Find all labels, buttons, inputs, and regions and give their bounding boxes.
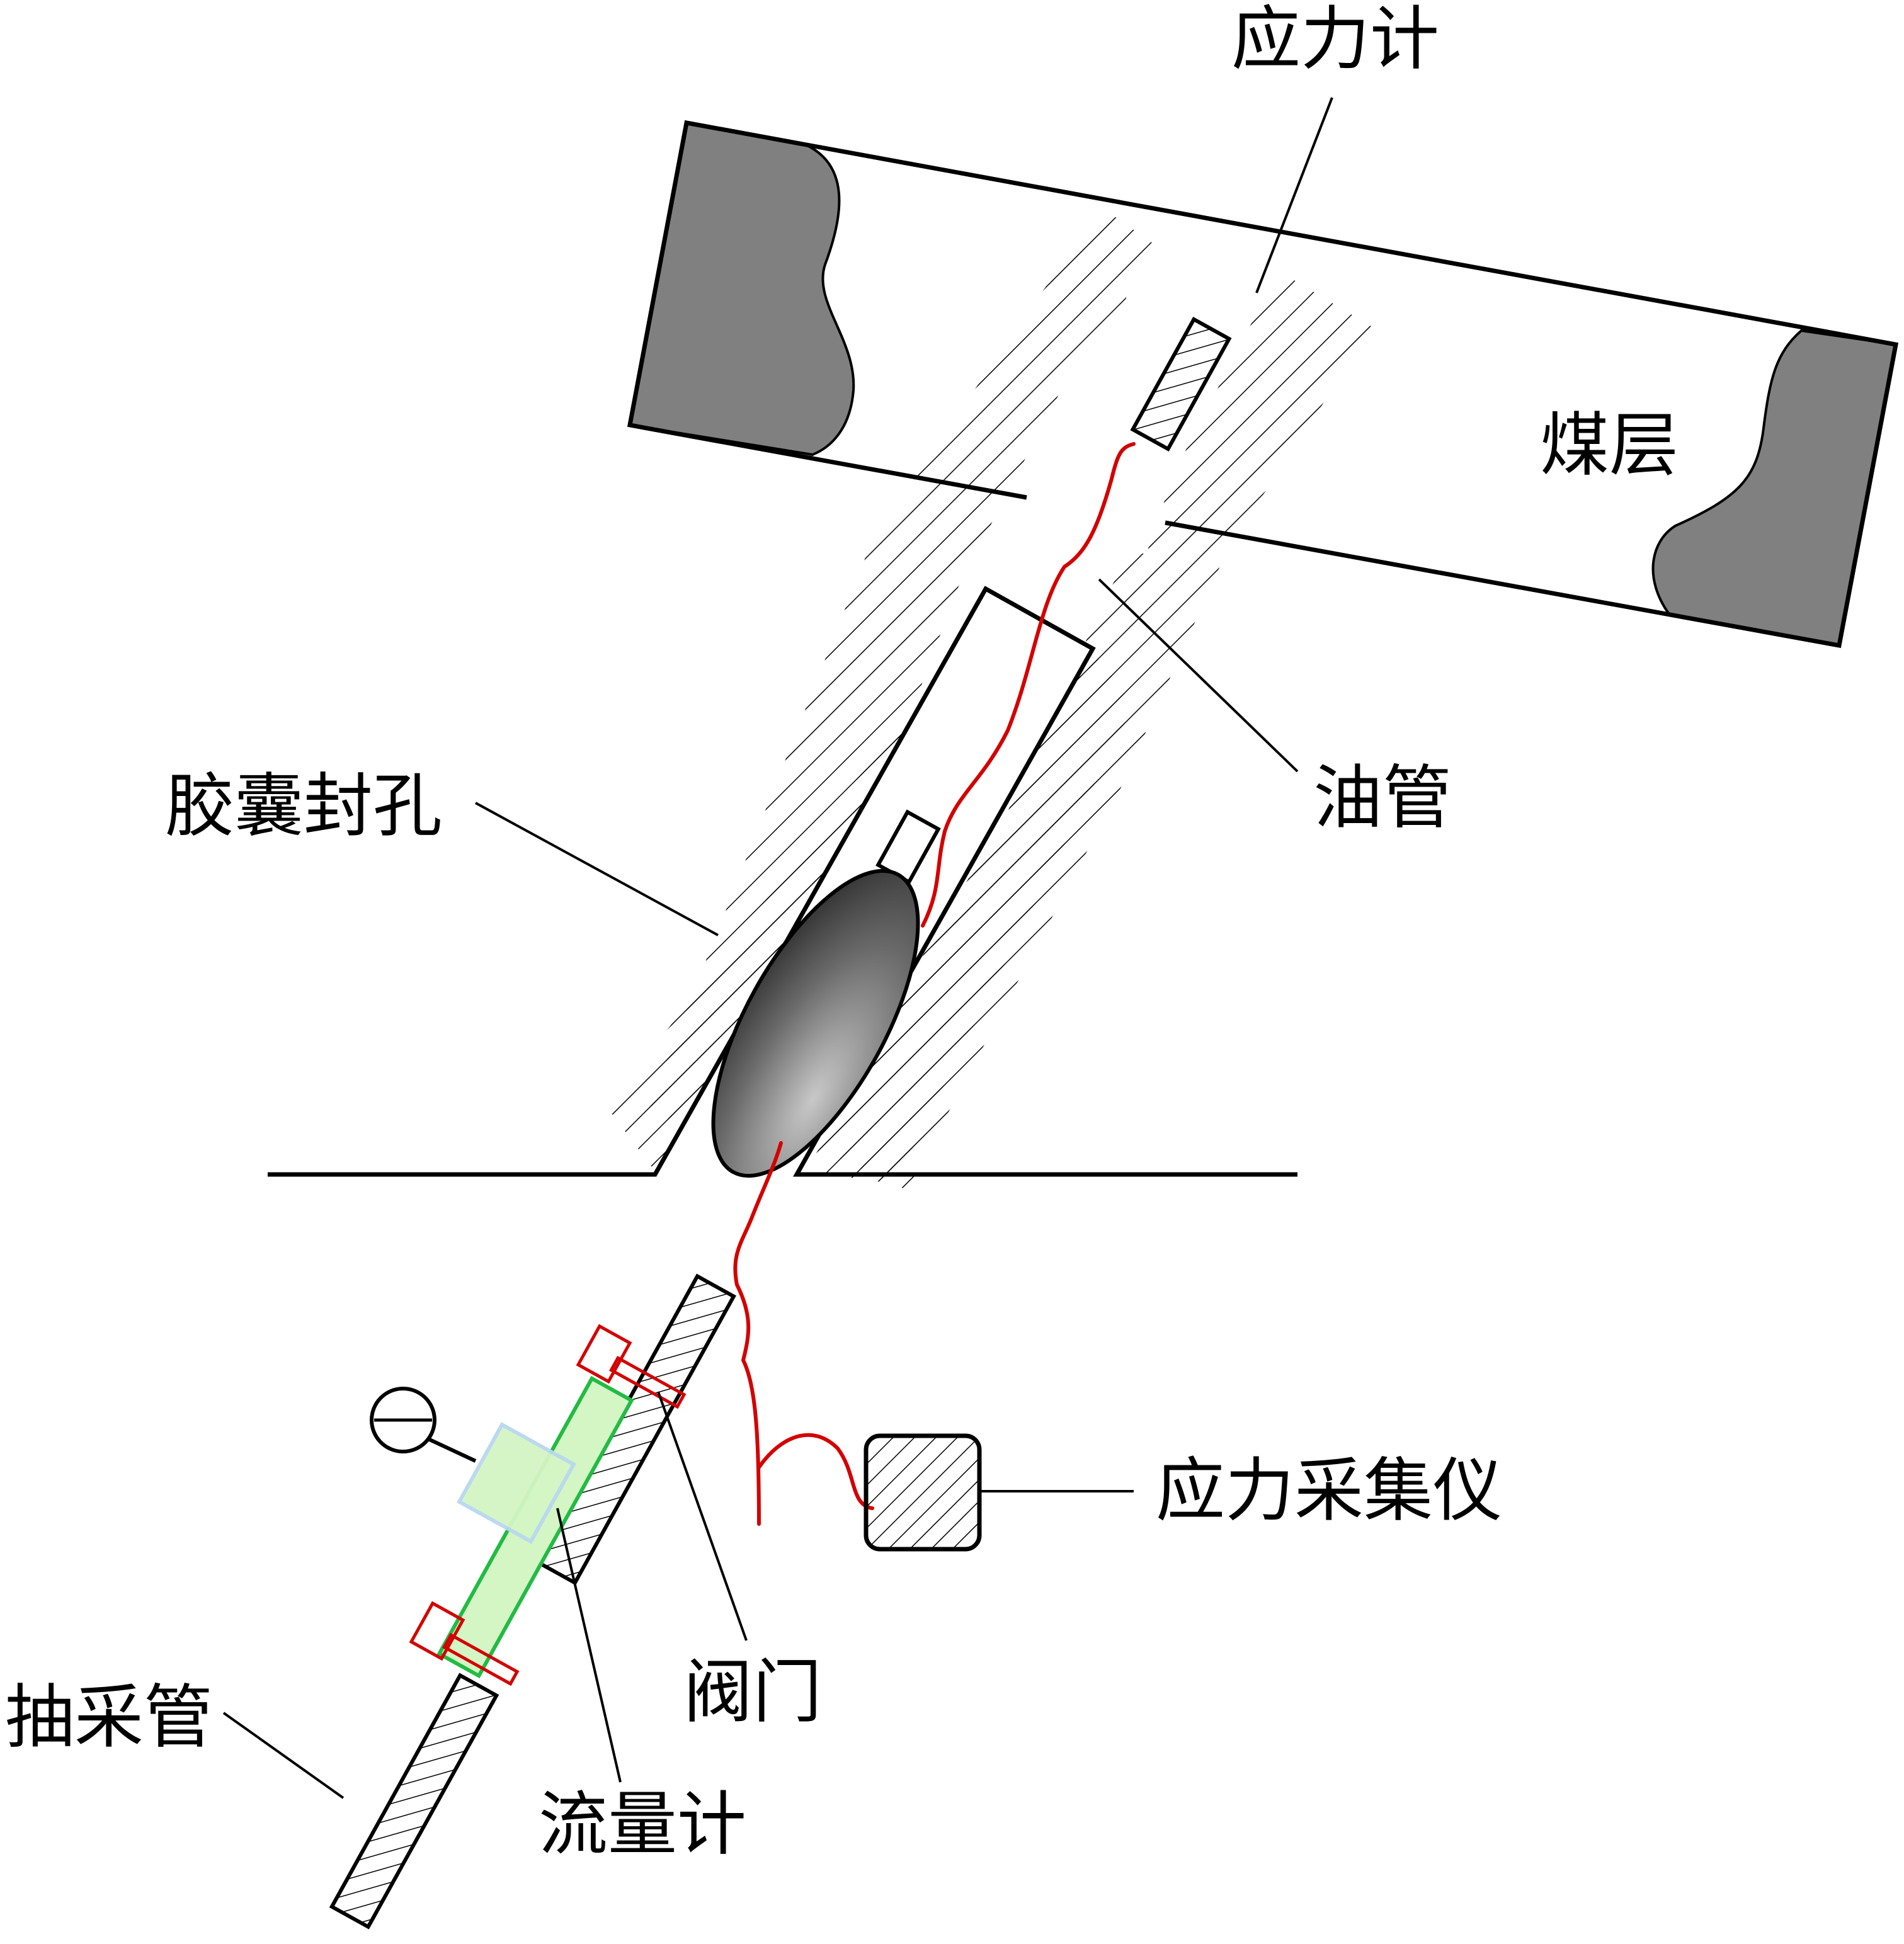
label-oil-pipe: 油管 — [1313, 758, 1452, 838]
leader-extraction-pipe — [222, 1712, 345, 1799]
signal-wire — [733, 442, 1136, 1526]
valve-upper[interactable] — [576, 1324, 693, 1417]
valve-lower[interactable] — [409, 1601, 527, 1694]
label-flowmeter: 流量计 — [539, 1784, 746, 1865]
stress-meter-sensor — [1130, 316, 1232, 452]
label-valve: 阀门 — [683, 1652, 822, 1732]
stress-collector-box — [864, 1433, 982, 1552]
label-extraction-pipe: 抽采管 — [5, 1677, 213, 1758]
coal-patch-left — [628, 121, 855, 457]
capsule-seal — [711, 868, 920, 1178]
leader-valve — [657, 1391, 748, 1641]
coal-patch-right — [1651, 329, 1898, 647]
extraction-pipe[interactable] — [329, 1273, 736, 1930]
flowmeter — [370, 1375, 634, 1679]
leader-stress-meter — [1255, 97, 1333, 293]
leader-oil-pipe — [1098, 578, 1299, 773]
label-stress-collector: 应力采集仪 — [1156, 1450, 1502, 1531]
label-coal-seam: 煤层 — [1540, 405, 1679, 486]
leader-capsule — [475, 802, 719, 936]
label-capsule-seal: 胶囊封孔 — [165, 766, 442, 846]
label-stress-meter: 应力计 — [1231, 0, 1439, 79]
wall-hatching-lower — [608, 598, 1134, 1184]
leader-flowmeter — [556, 1508, 622, 1783]
